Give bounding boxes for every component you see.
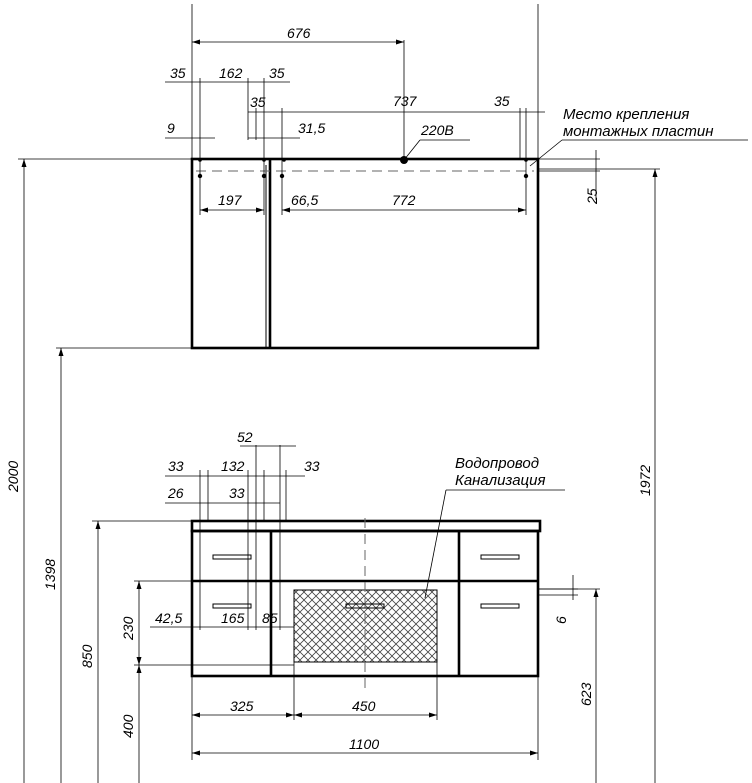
dim-31-5: 31,5	[298, 120, 325, 136]
height-1398: 1398	[42, 559, 58, 590]
dim-1100: 1100	[349, 736, 379, 752]
dim-25: 25	[584, 188, 600, 205]
height-850: 850	[79, 644, 95, 668]
height-1972: 1972	[637, 465, 653, 496]
drawer-handle-top-right	[480, 554, 520, 560]
upper-extension-lines	[191, 4, 539, 215]
height-623: 623	[578, 682, 594, 706]
dim-33-b: 33	[304, 458, 320, 474]
mount-note-line-1: Место крепления	[563, 106, 689, 123]
dim-9: 9	[167, 120, 175, 136]
upper-cabinet	[190, 156, 540, 350]
countertop	[190, 519, 542, 533]
power-label: 220В	[420, 122, 454, 138]
dim-33-c: 33	[229, 485, 245, 501]
dim-737: 737	[393, 93, 418, 109]
upper-cabinet-body	[190, 157, 540, 350]
dim-42-5: 42,5	[155, 610, 182, 626]
dim-52: 52	[237, 429, 253, 445]
dim-85: 85	[262, 610, 278, 626]
height-400: 400	[120, 714, 136, 738]
lower-cabinet-body	[190, 529, 540, 678]
dim-6: 6	[553, 616, 569, 624]
lower-dimension-lines	[150, 445, 578, 756]
dim-450: 450	[352, 698, 376, 714]
dim-26: 26	[167, 485, 184, 501]
dim-162: 162	[219, 65, 243, 81]
drawer-handle-center	[345, 603, 385, 609]
drawer-handle-top-left	[212, 554, 252, 560]
height-230: 230	[120, 616, 136, 641]
dim-676: 676	[287, 25, 311, 41]
dim-197: 197	[218, 192, 243, 208]
dim-325: 325	[230, 698, 254, 714]
drawer-handle-bottom-right	[480, 603, 520, 609]
mount-points	[197, 158, 529, 179]
upper-dimension-lines	[165, 39, 748, 213]
lower-dimension-texts: 52 33 132 33 26 33 42,5 165 85 6 325 450…	[155, 429, 569, 752]
drawer-handle-bottom-left	[212, 603, 252, 609]
plumbing-note-line-2: Канализация	[455, 472, 546, 489]
dim-35-d: 35	[494, 93, 510, 109]
height-dimension-lines	[18, 158, 660, 783]
dim-772: 772	[392, 192, 416, 208]
dim-165: 165	[221, 610, 245, 626]
upper-dimension-texts: 676 35 162 35 35 737 35 9 31,5 220В 197 …	[167, 25, 713, 208]
mount-note-line-2: монтажных пластин	[563, 123, 713, 140]
lower-cabinet	[190, 518, 542, 688]
height-2000: 2000	[5, 461, 21, 493]
height-dimension-texts: 2000 1398 850 230 400 1972 623	[5, 461, 653, 738]
dim-35-c: 35	[250, 94, 266, 110]
dim-33-a: 33	[168, 458, 184, 474]
dim-35-b: 35	[269, 65, 285, 81]
dim-66-5: 66,5	[291, 192, 318, 208]
dim-132: 132	[221, 458, 245, 474]
plumbing-note-line-1: Водопровод	[455, 455, 539, 472]
dim-35-a: 35	[170, 65, 186, 81]
